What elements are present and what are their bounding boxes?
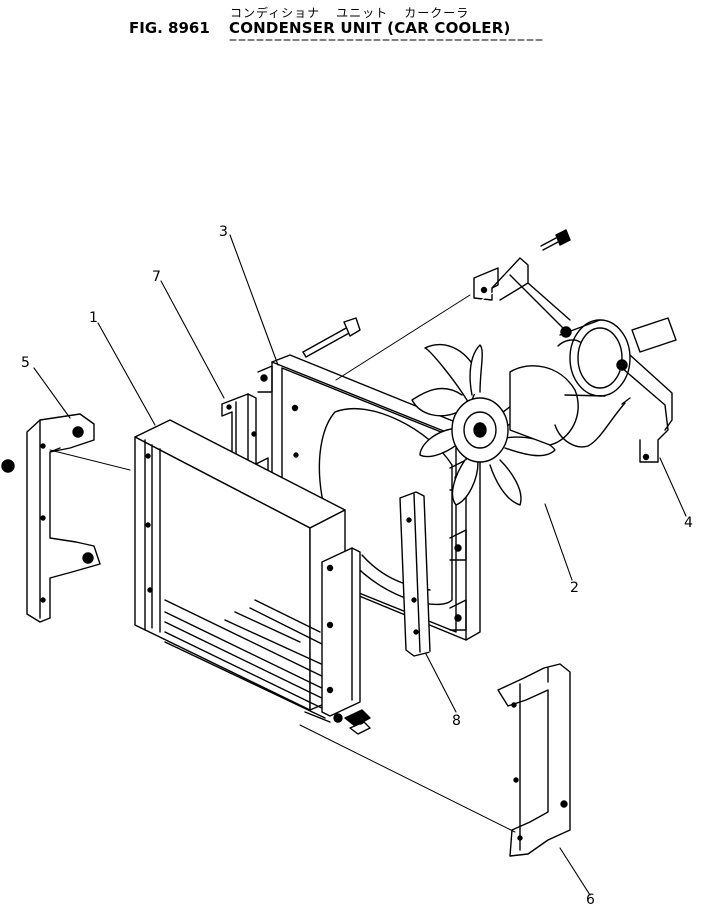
- callout-5: 5: [21, 355, 30, 371]
- fan-motor: [509, 319, 631, 446]
- figure-header: コンディショナ ユニット カークーラ FIG. 8961 CONDENSER UNI…: [0, 0, 723, 44]
- callout-2: 2: [570, 580, 579, 596]
- leader-lines: [33, 234, 687, 896]
- callout-3: 3: [219, 224, 228, 240]
- motor-bracket: [473, 257, 677, 463]
- japanese-title-part-2: ユニット: [336, 6, 389, 20]
- callout-7: 7: [152, 269, 161, 285]
- lower-bracket-6: [497, 663, 571, 857]
- callout-1: 1: [89, 310, 98, 326]
- japanese-title-part-3: カークーラ: [404, 6, 470, 20]
- condenser-core: [134, 419, 371, 735]
- japanese-title: コンディショナ ユニット カークーラ: [230, 4, 469, 21]
- callout-labels: 1 2 3 4 5 6 7 8: [21, 224, 693, 906]
- figure-title: CONDENSER UNIT (CAR COOLER): [229, 19, 511, 37]
- bolt: [302, 317, 361, 358]
- motor-wire: [554, 397, 631, 448]
- callout-6: 6: [586, 892, 595, 906]
- nut: [1, 459, 15, 473]
- title-underline: [127, 37, 546, 41]
- left-bracket-5: [26, 413, 101, 623]
- bracket-bolt: [540, 229, 571, 251]
- assembly-lines: [49, 281, 516, 833]
- figure-number: FIG. 8961: [129, 19, 210, 37]
- japanese-title-part-1: コンディショナ: [230, 6, 321, 20]
- callout-8: 8: [452, 713, 461, 729]
- callout-4: 4: [684, 515, 693, 531]
- fan-hub: [451, 397, 509, 463]
- fan-blades: [411, 343, 556, 506]
